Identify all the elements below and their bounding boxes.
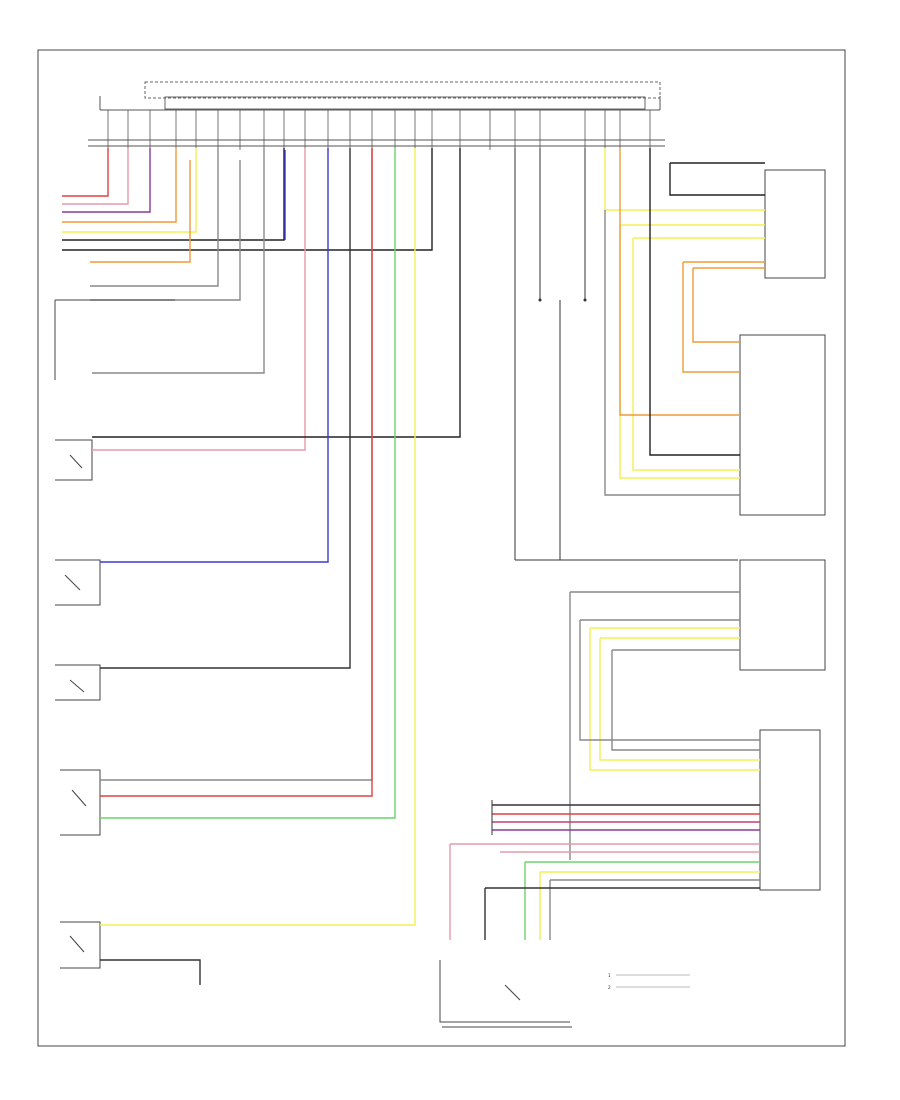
wire-orange-r3: [692, 267, 765, 343]
wire-yellow-bundle: [539, 871, 760, 940]
connector-stubs: [107, 110, 651, 150]
wire-pink: [62, 148, 129, 205]
diagram-frame: [37, 49, 846, 1047]
wire-black-bundle2: [484, 887, 760, 940]
wire-gray-bundle: [549, 879, 760, 940]
legend: 1 2: [608, 973, 690, 990]
wire-purple: [62, 148, 151, 213]
wire-yellow-r1: [604, 148, 765, 211]
wire-gray-run: [92, 148, 265, 374]
wire-pink-bundle: [449, 843, 760, 940]
wire-blue-mid: [100, 148, 329, 563]
left-switches: [54, 299, 175, 969]
wire-green-bundle: [524, 861, 760, 940]
main-module-block: [88, 81, 665, 147]
wire-yellow-r4: [589, 627, 760, 771]
wire-black-r2: [669, 162, 765, 196]
wire-black-a: [62, 148, 285, 241]
legend-marker-2: 2: [608, 985, 611, 990]
right-modules: [739, 169, 826, 891]
wire-gray: [90, 148, 219, 287]
wire-gray-r3: [611, 649, 760, 751]
wire-gray-to-switch: [100, 148, 373, 781]
wire-gray-r4: [579, 619, 760, 741]
wire-red: [62, 148, 109, 197]
wire-yellow-top: [62, 148, 197, 233]
wire-orange-r2: [682, 261, 765, 373]
wire-black-r: [649, 148, 740, 456]
left-harness: [62, 148, 433, 301]
center-harness: [92, 148, 461, 985]
wire-gray-r2: [569, 591, 740, 860]
wire-gray-r: [604, 210, 740, 496]
wire-black-run: [100, 148, 351, 669]
lower-bundle: [449, 800, 760, 940]
wire-black-low: [100, 959, 201, 985]
ground-feeds: [514, 148, 738, 561]
wire-pink-mid: [92, 148, 306, 451]
wire-green-low: [100, 148, 396, 819]
wire-yellow-r2: [619, 224, 765, 479]
wire-orange: [62, 148, 177, 223]
wire-black-b: [62, 148, 433, 251]
wire-yellow-low: [100, 148, 416, 926]
wire-orange-r: [619, 148, 740, 416]
wire-red-low: [100, 148, 373, 797]
legend-marker-1: 1: [608, 973, 611, 978]
wire-black-mid: [92, 148, 461, 438]
wire-orange-b: [90, 160, 191, 263]
right-harness: [569, 148, 765, 860]
wire-yellow-r3: [632, 237, 765, 471]
bottom-relay: [439, 960, 572, 1028]
wire-yellow-r5: [599, 637, 760, 761]
